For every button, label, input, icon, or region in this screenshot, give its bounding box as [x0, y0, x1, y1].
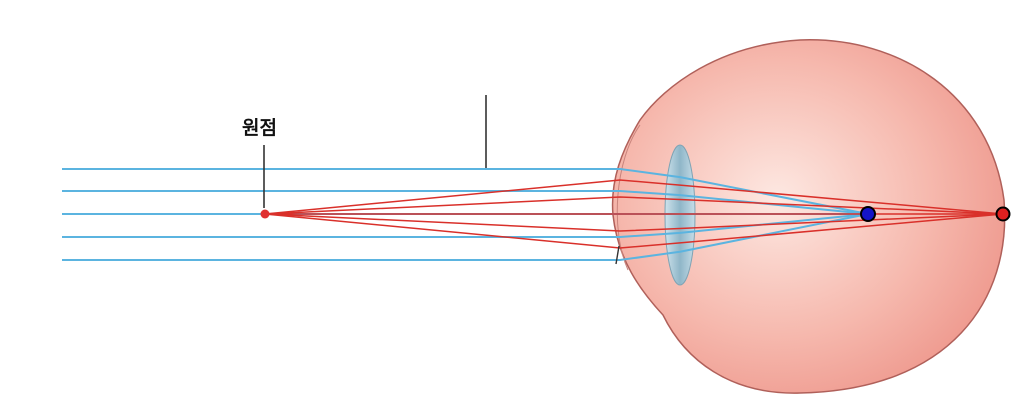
parallel-ray — [62, 168, 869, 215]
far-point-label: 원점 — [242, 117, 277, 139]
focus-point-retina — [995, 206, 1011, 222]
eyeball-icon — [611, 39, 1006, 394]
parallel-ray — [62, 190, 869, 215]
focus-point-parallel — [860, 206, 876, 222]
diverging-rays — [264, 179, 1004, 249]
diverging-ray — [264, 213, 1004, 249]
pointer-line-tick — [615, 245, 620, 265]
diverging-ray — [264, 179, 1004, 215]
parallel-ray — [62, 213, 869, 238]
far-point-dot — [260, 209, 270, 219]
cornea-outline — [616, 124, 641, 271]
diverging-ray — [264, 213, 1004, 232]
diverging-ray — [264, 196, 1004, 215]
parallel-ray — [62, 213, 869, 261]
